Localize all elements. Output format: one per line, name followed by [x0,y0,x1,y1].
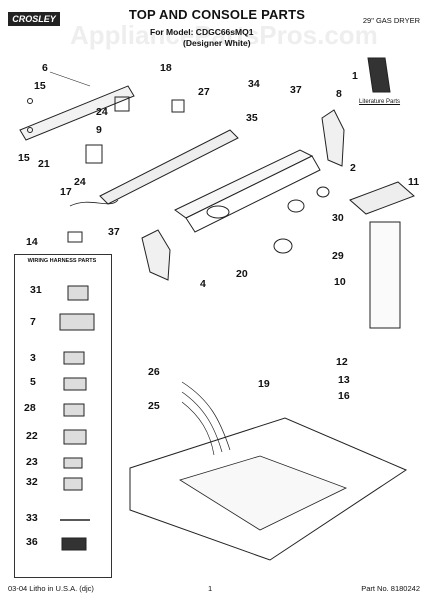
callout-24b: 24 [74,176,86,188]
harness-wire [181,381,231,451]
timer-icon [114,96,130,112]
end-cap-right [321,109,345,167]
footer-page-number: 1 [208,584,213,593]
callout-4: 4 [200,278,206,290]
connector-icon [63,477,83,491]
callout-7: 7 [30,316,36,328]
switch-icon [171,99,185,113]
rear-bracket [19,85,135,141]
page-title: TOP AND CONSOLE PARTS [128,7,306,22]
callout-18: 18 [160,62,172,74]
knob-icon [287,199,305,213]
brand-logo: CROSLEY [8,12,60,26]
model-line: For Model: CDGC66sMQ1 [150,27,254,37]
callout-31: 31 [30,284,42,296]
knob-icon [206,205,230,219]
callout-23: 23 [26,456,38,468]
connector-icon [61,537,87,551]
knob-icon [273,238,293,254]
callout-29: 29 [332,250,344,262]
screw-icon [27,98,33,104]
connector-icon [63,429,87,445]
color-line: (Designer White) [183,38,251,48]
lint-screen [349,181,415,215]
callout-13: 13 [338,374,350,386]
connector-icon [67,231,83,243]
callout-9: 9 [96,124,102,136]
callout-22: 22 [26,430,38,442]
callout-5: 5 [30,376,36,388]
top-opening [179,455,348,531]
callout-15b: 15 [18,152,30,164]
literature-label: Literature Parts [359,99,401,105]
end-cap-left [141,229,171,281]
connector-icon [59,313,95,331]
wiring-harness-title: WIRING HARNESS PARTS [27,258,97,264]
callout-17: 17 [60,186,72,198]
switch-icon [85,144,103,164]
callout-1: 1 [352,70,358,82]
control-bracket [99,129,239,205]
callout-11: 11 [408,176,420,188]
connector-icon [63,457,83,469]
wiring-harness-box [14,254,112,578]
literature-icon [367,57,391,93]
callout-25: 25 [148,400,160,412]
watermark-text: AppliancePartsPros.com [70,20,378,50]
callout-19: 19 [258,378,270,390]
connector-icon [63,351,85,365]
connector-icon [63,403,85,417]
callout-20: 20 [236,268,248,280]
callout-10: 10 [334,276,346,288]
callout-27: 27 [198,86,210,98]
callout-35: 35 [246,112,258,124]
callout-6: 6 [42,62,48,74]
callout-26: 26 [148,366,160,378]
callout-21: 21 [38,158,50,170]
wire-lead [69,199,119,207]
callout-28: 28 [24,402,36,414]
callout-2: 2 [350,162,356,174]
callout-14: 14 [26,236,38,248]
footer-litho: 03-04 Litho in U.S.A. (djc) [8,584,94,593]
callout-15: 15 [34,80,46,92]
knob-icon [316,186,330,198]
callout-12: 12 [336,356,348,368]
callout-24: 24 [96,106,108,118]
lint-housing [369,221,401,329]
callout-30: 30 [332,212,344,224]
callout-16: 16 [338,390,350,402]
callout-3: 3 [30,352,36,364]
callout-37b: 37 [108,226,120,238]
callout-34: 34 [248,78,260,90]
callout-37: 37 [290,84,302,96]
callout-32: 32 [26,476,38,488]
screw-icon [27,127,33,133]
callout-36: 36 [26,536,38,548]
product-label: 29" GAS DRYER [362,16,420,25]
connector-icon [67,285,89,301]
callout-33: 33 [26,512,38,524]
callout-8: 8 [336,88,342,100]
footer-part-number: Part No. 8180242 [361,584,420,593]
connector-icon [63,377,87,391]
